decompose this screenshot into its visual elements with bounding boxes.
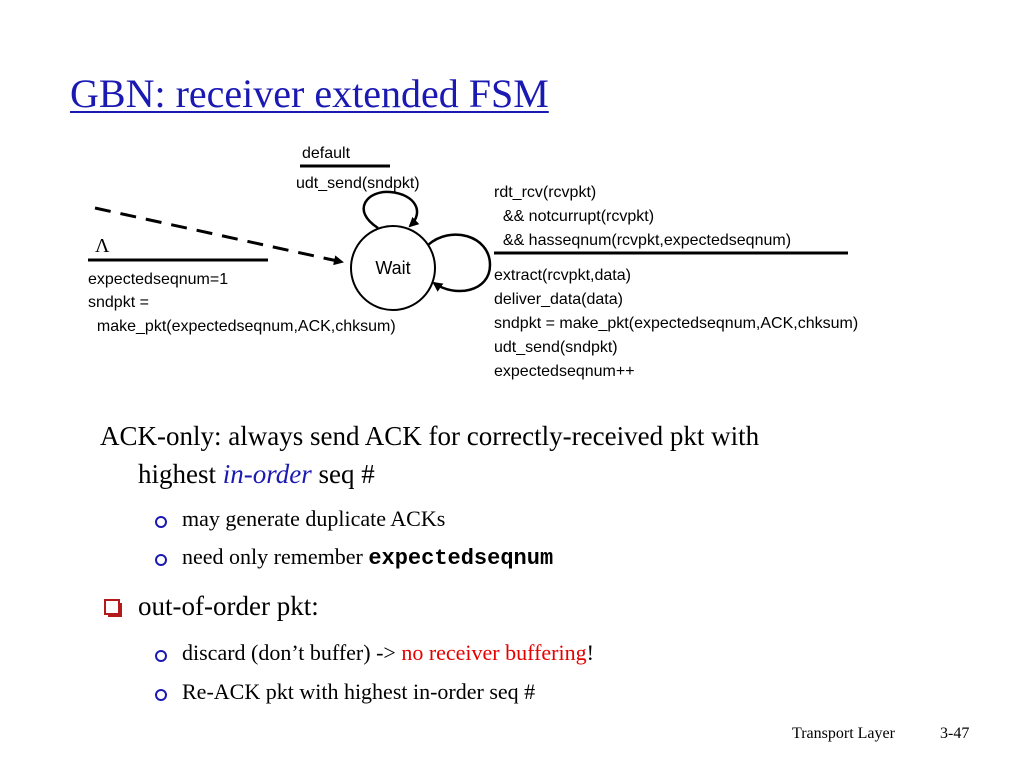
- circle-bullet-icon: [155, 554, 167, 566]
- footer-section: Transport Layer: [792, 725, 895, 742]
- no-buffering-emphasis: no receiver buffering: [401, 640, 587, 665]
- expectedseqnum-code: expectedseqnum: [368, 546, 554, 571]
- bullet-out-of-order: out-of-order pkt:: [138, 588, 319, 624]
- receive-self-loop-arrow: [427, 233, 492, 293]
- square-bullet-icon: [104, 599, 120, 615]
- sub-bullet-text: may generate duplicate ACKs: [182, 506, 446, 531]
- sub-bullet: need only remember expectedseqnum: [182, 544, 553, 571]
- sub-bullet-text: !: [586, 640, 594, 665]
- init-action-line: sndpkt =: [88, 294, 149, 311]
- init-event-label: Λ: [95, 235, 110, 257]
- right-action-line: udt_send(sndpkt): [494, 339, 618, 356]
- state-wait-label: Wait: [375, 258, 410, 278]
- slide-title: GBN: receiver extended FSM: [70, 71, 549, 116]
- right-action-line: expectedseqnum++: [494, 363, 635, 380]
- sub-bullet: Re-ACK pkt with highest in-order seq #: [182, 679, 535, 705]
- circle-bullet-icon: [155, 516, 167, 528]
- default-self-loop-arrow: [362, 190, 420, 230]
- in-order-emphasis: in-order: [222, 459, 312, 489]
- bullet-ack-only-continued: highest in-order seq #: [138, 459, 375, 490]
- right-action-line: deliver_data(data): [494, 291, 623, 308]
- init-action-line: expectedseqnum=1: [88, 271, 228, 288]
- bullet-text: highest: [138, 459, 223, 489]
- fsm-diagram: Wait Λ expectedseqnum=1 sndpkt = make_pk…: [88, 145, 858, 380]
- initial-transition-arrow: [94, 206, 344, 266]
- sub-bullet: may generate duplicate ACKs: [182, 506, 445, 532]
- default-action-label: udt_send(sndpkt): [296, 175, 420, 192]
- right-action-line: sndpkt = make_pkt(expectedseqnum,ACK,chk…: [494, 315, 858, 332]
- bullet-text: seq #: [311, 459, 375, 489]
- right-event-line: rdt_rcv(rcvpkt): [494, 184, 596, 201]
- bullet-text: out-of-order pkt:: [138, 591, 319, 621]
- sub-bullet: discard (don’t buffer) -> no receiver bu…: [182, 640, 594, 666]
- init-action-line: make_pkt(expectedseqnum,ACK,chksum): [88, 318, 396, 335]
- sub-bullet-text: need only remember: [182, 544, 369, 569]
- right-event-line: && hasseqnum(rcvpkt,expectedseqnum): [494, 232, 791, 249]
- bullet-text: ACK-only: always send ACK for correctly-…: [100, 421, 760, 451]
- circle-bullet-icon: [155, 689, 167, 701]
- state-wait-circle: [350, 225, 436, 311]
- sub-bullet-text: Re-ACK pkt with highest in-order seq #: [182, 679, 536, 704]
- right-action-line: extract(rcvpkt,data): [494, 267, 631, 284]
- right-event-line: && notcurrupt(rcvpkt): [494, 208, 654, 225]
- footer-page-number: 3-47: [940, 725, 970, 742]
- bullet-ack-only: ACK-only: always send ACK for correctly-…: [100, 418, 759, 454]
- circle-bullet-icon: [155, 650, 167, 662]
- sub-bullet-text: discard (don’t buffer) ->: [182, 640, 402, 665]
- default-event-label: default: [302, 145, 351, 162]
